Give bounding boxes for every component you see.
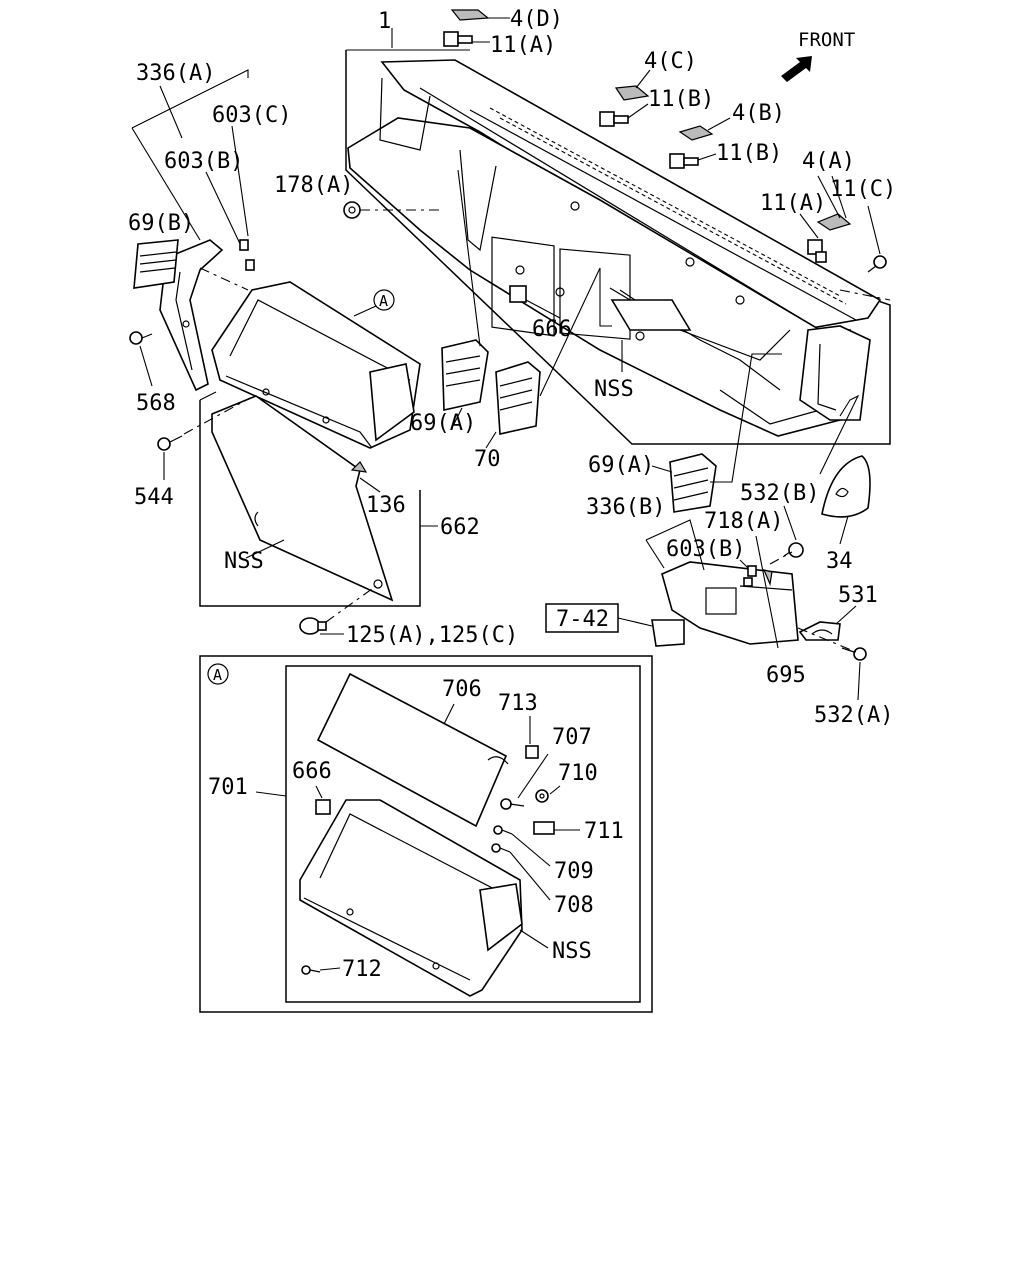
part-label: 701 — [208, 775, 248, 800]
part-label: 718(A) — [704, 509, 783, 534]
bracket-531 — [798, 621, 841, 641]
part-label: 712 — [342, 957, 382, 982]
part-label: 532(A) — [814, 703, 893, 728]
side-trim-336a — [159, 239, 224, 392]
part-label: 4(A) — [802, 149, 855, 174]
screw-712-icon — [301, 965, 321, 975]
part-label: 710 — [558, 761, 598, 786]
reference-box-label: 7-42 — [556, 607, 609, 632]
detail-a-corner-marker: A — [213, 666, 222, 684]
bushing-710-icon — [535, 789, 549, 803]
part-label: 69(A) — [410, 411, 476, 436]
part-label: 69(A) — [588, 453, 654, 478]
part-label: 4(D) — [510, 7, 563, 32]
part-label: 125(A),125(C) — [346, 623, 518, 648]
front-arrow-icon — [781, 56, 812, 82]
bolt-11b-2-icon — [669, 153, 699, 169]
part-label: 136 — [366, 493, 406, 518]
nut-4c-icon — [614, 85, 650, 101]
part-label: 69(B) — [128, 211, 194, 236]
screw-708-icon — [491, 843, 511, 853]
part-label: NSS — [594, 377, 634, 402]
part-label: NSS — [552, 939, 592, 964]
part-label: 34 — [826, 549, 853, 574]
nut-4a-icon — [816, 213, 852, 231]
nut-178a-icon — [343, 201, 361, 219]
part-label: 11(A) — [490, 33, 556, 58]
detail-a-corner-marker-icon — [207, 663, 229, 685]
vent-69a-left-icon — [441, 339, 489, 411]
screw-709-icon — [493, 825, 513, 835]
reference-box — [545, 603, 619, 633]
latch-713-icon — [525, 745, 539, 759]
dashboard-assembly — [345, 49, 891, 445]
part-label: 4(C) — [644, 49, 697, 74]
glove-box-assembly — [211, 281, 421, 449]
part-label: 666 — [532, 317, 572, 342]
part-label: 708 — [554, 893, 594, 918]
part-label: 709 — [554, 859, 594, 884]
clip-718a-icon — [762, 569, 773, 587]
clip-666-icon — [509, 285, 527, 303]
part-label: 70 — [474, 447, 501, 472]
detail-a-marker: A — [379, 292, 388, 310]
detail-a-marker-icon: A — [373, 289, 395, 311]
clip-136-icon — [350, 461, 368, 473]
part-label: 1 — [378, 9, 391, 34]
nut-4b-icon — [678, 125, 714, 141]
part-label: 336(A) — [136, 61, 215, 86]
part-label: 603(B) — [666, 537, 745, 562]
part-label: 178(A) — [274, 173, 353, 198]
pin-707-icon — [500, 798, 525, 810]
part-label: 711 — [584, 819, 624, 844]
screw-544-icon — [157, 435, 183, 451]
part-label: 532(B) — [740, 481, 819, 506]
part-label: 11(A) — [760, 191, 826, 216]
part-label: 11(B) — [648, 87, 714, 112]
bolt-11a-icon — [443, 31, 473, 47]
detail-a-outer-frame — [199, 655, 653, 1013]
part-label: 707 — [552, 725, 592, 750]
detail-a-inner-frame — [285, 665, 641, 1003]
bolt-11b-1-icon — [599, 111, 629, 127]
part-label: 603(C) — [212, 103, 291, 128]
front-label: FRONT — [798, 29, 855, 51]
part-label: 713 — [498, 691, 538, 716]
part-label: 544 — [134, 485, 174, 510]
part-label: 4(B) — [732, 101, 785, 126]
screw-532b-icon — [783, 542, 804, 558]
clip-603-icon — [239, 239, 255, 271]
part-label: 11(B) — [716, 141, 782, 166]
part-label: 336(B) — [586, 495, 665, 520]
glove-box-lid-706 — [316, 672, 509, 828]
cover-34 — [821, 455, 871, 518]
lock-711-icon — [533, 821, 555, 835]
label-clip-icon — [651, 619, 685, 647]
part-label: 603(B) — [164, 149, 243, 174]
part-label: 662 — [440, 515, 480, 540]
bolt-11a-right-icon — [807, 239, 827, 263]
screw-532a-icon — [841, 647, 867, 661]
part-label: 11(C) — [830, 177, 896, 202]
part-label: 706 — [442, 677, 482, 702]
vent-69a-right-icon — [669, 453, 717, 513]
part-label: 531 — [838, 583, 878, 608]
part-label: 568 — [136, 391, 176, 416]
bin-body — [299, 799, 523, 997]
vent-70-icon — [495, 361, 541, 435]
nut-4d-icon — [450, 9, 490, 21]
screw-11c-icon — [867, 255, 887, 273]
part-label: NSS — [224, 549, 264, 574]
part-label: 695 — [766, 663, 806, 688]
clip-125-icon — [299, 617, 327, 635]
screw-568-icon — [129, 331, 153, 345]
clip-603b-right-icon — [743, 565, 757, 587]
vent-69b-icon — [133, 239, 179, 289]
part-label: 666 — [292, 759, 332, 784]
clip-666-detail-icon — [315, 799, 331, 815]
glove-box-door-662 — [199, 391, 421, 607]
